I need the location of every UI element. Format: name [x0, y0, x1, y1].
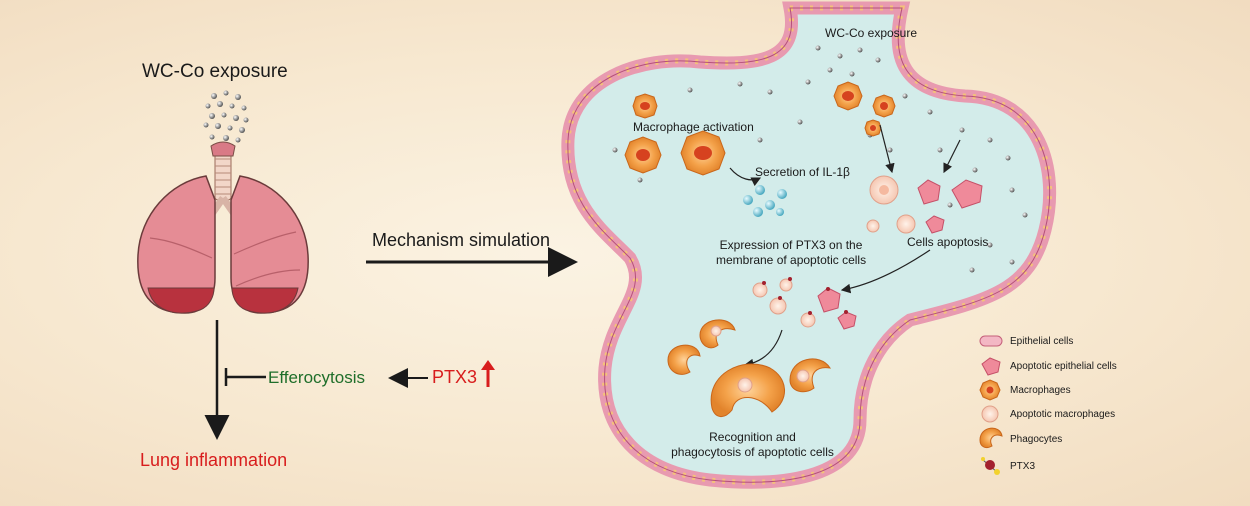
lungs-illustration [137, 141, 309, 314]
mechanism-label: Mechanism simulation [372, 230, 551, 250]
macrophage-cluster [624, 81, 896, 176]
ptx3-icon [981, 457, 1000, 475]
expression-label: Expression of PTX3 on the membrane of ap… [716, 238, 866, 268]
apoptosis-arrow-2 [943, 139, 961, 174]
apoptotic-macrophage-icon [981, 405, 999, 423]
up-arrow-icon [481, 360, 495, 387]
apoptotic-cells [866, 175, 983, 234]
ptx3-label: PTX3 [432, 367, 478, 387]
cells-apoptosis-label: Cells apoptosis [907, 235, 989, 249]
recognition-line-2: phagocytosis of apoptotic cells [671, 445, 834, 459]
ptx3-apoptotic-cells [752, 277, 857, 330]
legend-label-macrophages: Macrophages [1010, 385, 1071, 396]
legend-icons [979, 335, 1003, 475]
macrophage-activation-label: Macrophage activation [633, 120, 754, 134]
macrophage-icon [979, 379, 1001, 401]
particle-cloud [203, 90, 249, 143]
efferocytosis-label: Efferocytosis [268, 368, 366, 387]
expression-arrow [840, 249, 931, 294]
panel-exposure-label: WC-Co exposure [825, 26, 918, 40]
il1b-molecules [743, 185, 787, 217]
secretion-label: Secretion of IL-1β [755, 165, 850, 179]
expression-line-1: Expression of PTX3 on the [719, 238, 863, 252]
expression-line-2: membrane of apoptotic cells [716, 253, 867, 267]
alveolus-illustration [561, 1, 1057, 489]
legend-label-apoptotic-macrophages: Apoptotic macrophages [1010, 409, 1116, 420]
phagocyte-icon [979, 427, 1003, 449]
legend-label-ptx3: PTX3 [1010, 461, 1036, 472]
recognition-label: Recognition and phagocytosis of apoptoti… [650, 430, 855, 460]
secretion-arrow [729, 167, 762, 187]
legend-label-apoptotic-epithelial: Apoptotic epithelial cells [1010, 361, 1117, 372]
legend-label-phagocytes: Phagocytes [1010, 434, 1063, 445]
recognition-line-1: Recognition and [709, 430, 796, 444]
apoptotic-epithelial-cell-icon [981, 357, 1001, 376]
phagocytes [667, 319, 832, 417]
epithelial-cell-icon [979, 335, 1003, 347]
exposure-title: WC-Co exposure [142, 61, 288, 82]
apoptosis-arrow-1 [879, 124, 895, 174]
wc-co-particles [612, 45, 1028, 273]
legend-label-epithelial: Epithelial cells [1010, 336, 1074, 347]
lung-inflammation-label: Lung inflammation [140, 450, 288, 470]
inhibition-marker [224, 368, 266, 386]
